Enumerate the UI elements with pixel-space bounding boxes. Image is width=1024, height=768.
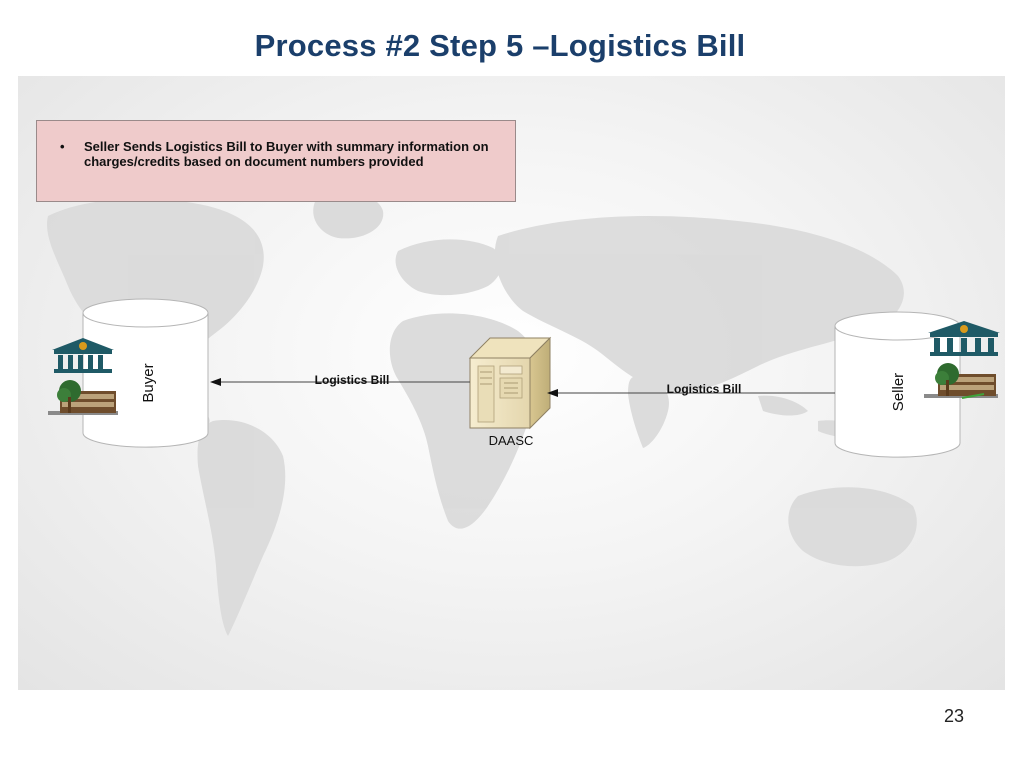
flow-arrow-left — [210, 378, 470, 386]
bank-icon — [928, 321, 1000, 356]
slide-title: Process #2 Step 5 –Logistics Bill — [254, 28, 746, 63]
bullet-icon: • — [60, 139, 65, 154]
right-flow-label: Logistics Bill — [667, 382, 742, 396]
building-tree-icon — [48, 380, 118, 415]
bank-icon — [52, 338, 114, 373]
diagram-panel: • Seller Sends Logistics Bill to Buyer wi… — [18, 76, 1005, 690]
summary-list: • Seller Sends Logistics Bill to Buyer wi… — [37, 121, 515, 169]
flow-arrow-right — [547, 389, 835, 397]
left-flow-label: Logistics Bill — [315, 373, 390, 387]
server-icon — [468, 336, 552, 430]
buyer-label: Buyer — [140, 363, 157, 402]
buyer-database: Buyer — [82, 298, 209, 448]
summary-note: • Seller Sends Logistics Bill to Buyer wi… — [36, 120, 516, 202]
daasc-label: DAASC — [489, 433, 534, 448]
summary-bullet-text: Seller Sends Logistics Bill to Buyer wit… — [84, 139, 489, 169]
seller-label: Seller — [890, 373, 907, 411]
summary-bullet-item: • Seller Sends Logistics Bill to Buyer wi… — [60, 139, 507, 169]
arrow-left-icon — [547, 389, 558, 397]
arrow-left-icon — [210, 378, 221, 386]
flow-diagram: Buyer Seller — [48, 298, 1000, 458]
page-number: 23 — [943, 706, 964, 726]
building-tree-icon — [924, 363, 998, 399]
